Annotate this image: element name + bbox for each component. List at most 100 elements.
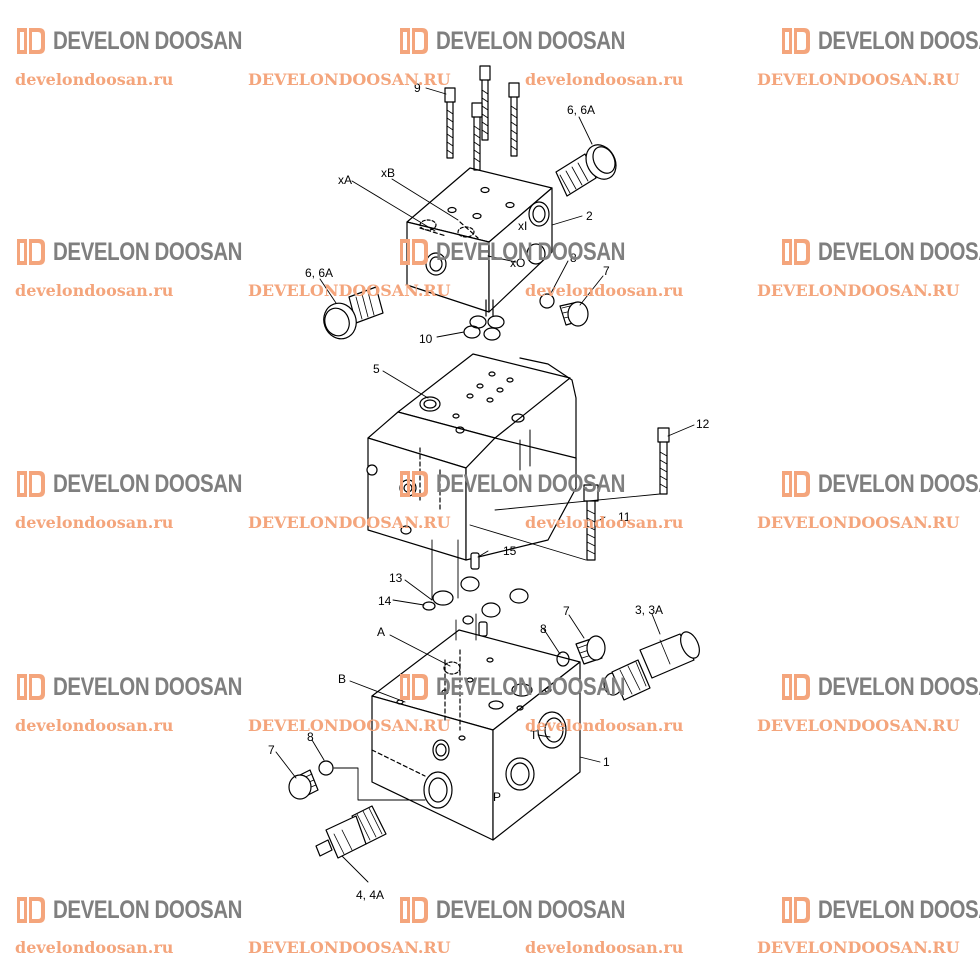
watermark-brand: DEVELON DOOSAN [15,895,284,925]
callout-8-low: 8 [307,730,314,744]
brand-logo-icon [780,469,812,499]
watermark-brand: DEVELON DOOSAN [398,672,667,702]
top-plug [539,293,589,327]
callout-7-top: 7 [603,264,610,278]
watermark-brand: DEVELON DOOSAN [780,672,980,702]
brand-logo-icon [780,26,812,56]
callout-7-mid: 7 [563,604,570,618]
watermark-brand: DEVELON DOOSAN [398,26,667,56]
watermark-brand: DEVELON DOOSAN [398,469,667,499]
watermark-site: develondoosan.ru [15,70,174,89]
callout-a: A [377,625,385,639]
callout-9: 9 [414,81,421,95]
brand-logo-icon [15,237,47,267]
brand-logo-icon [15,469,47,499]
callout-8-top: 8 [570,251,577,265]
callout-t: T [530,728,538,742]
watermark-brand-text: DEVELON DOOSAN [818,26,980,55]
watermark-site: DEVELONDOOSAN.RU [248,938,451,957]
watermark-site: develondoosan.ru [525,513,684,532]
brand-logo-icon [15,26,47,56]
bottom-cartridge-4 [315,805,387,859]
brand-logo-icon [398,26,430,56]
callout-b: B [338,672,346,686]
callout-xi: xI [518,219,527,233]
callout-2: 2 [586,209,593,223]
left-cartridge [323,286,384,340]
watermark-brand: DEVELON DOOSAN [780,895,980,925]
callout-7-low: 7 [268,743,275,757]
callout-12: 12 [696,417,710,431]
callout-11: 11 [618,510,631,524]
brand-logo-icon [398,895,430,925]
watermark-brand-text: DEVELON DOOSAN [818,237,980,266]
brand-logo-icon [15,672,47,702]
callout-3-3a: 3, 3A [635,603,663,617]
watermark-site: DEVELONDOOSAN.RU [248,513,451,532]
watermark-site: DEVELONDOOSAN.RU [757,716,960,735]
brand-logo-icon [398,672,430,702]
watermark-site: develondoosan.ru [15,716,174,735]
watermark-site: develondoosan.ru [525,281,684,300]
watermark-site: develondoosan.ru [525,716,684,735]
middle-orings [422,539,529,637]
callout-xb: xB [381,166,395,180]
watermark-brand: DEVELON DOOSAN [15,469,284,499]
watermark-brand-text: DEVELON DOOSAN [436,469,626,498]
watermark-site: develondoosan.ru [525,938,684,957]
watermark-brand-text: DEVELON DOOSAN [53,237,243,266]
watermark-site: DEVELONDOOSAN.RU [757,513,960,532]
low-plug [288,760,426,801]
top-screws [444,65,520,171]
watermark-brand-text: DEVELON DOOSAN [818,672,980,701]
watermark-brand-text: DEVELON DOOSAN [53,26,243,55]
brand-logo-icon [15,895,47,925]
callout-15: 15 [503,544,517,558]
watermark-brand: DEVELON DOOSAN [398,237,667,267]
watermark-site: DEVELONDOOSAN.RU [248,281,451,300]
watermark-brand: DEVELON DOOSAN [780,26,980,56]
callout-6-6a-top: 6, 6A [567,103,595,117]
brand-logo-icon [780,895,812,925]
watermark-brand: DEVELON DOOSAN [15,26,284,56]
watermark-brand-text: DEVELON DOOSAN [436,237,626,266]
callout-1: 1 [603,755,610,769]
callout-8-mid: 8 [540,622,547,636]
watermark-brand-text: DEVELON DOOSAN [436,672,626,701]
watermark-brand-text: DEVELON DOOSAN [53,672,243,701]
callout-10: 10 [419,332,433,346]
watermark-brand-text: DEVELON DOOSAN [818,469,980,498]
callout-p: P [493,790,501,804]
brand-logo-icon [398,469,430,499]
callout-xa: xA [338,173,352,187]
callout-5: 5 [373,362,380,376]
watermark-site: develondoosan.ru [525,70,684,89]
bottom-valve-block [371,613,581,841]
callout-14: 14 [378,594,392,608]
brand-logo-icon [780,672,812,702]
watermark-site: DEVELONDOOSAN.RU [248,70,451,89]
middle-valve-block [366,353,577,561]
watermark-brand: DEVELON DOOSAN [398,895,667,925]
watermark-brand-text: DEVELON DOOSAN [436,26,626,55]
leader-lines [275,87,695,883]
watermark-brand-text: DEVELON DOOSAN [436,895,626,924]
watermark-site: develondoosan.ru [15,513,174,532]
watermark-site: DEVELONDOOSAN.RU [248,716,451,735]
callout-13: 13 [389,571,403,585]
callout-labels: 9 6, 6A xB xA xI 2 xO 8 6, 6A 7 10 5 12 … [268,81,710,902]
watermark-brand: DEVELON DOOSAN [15,237,284,267]
watermark-site: DEVELONDOOSAN.RU [757,938,960,957]
screw-11 [469,484,661,561]
callout-6-6a-left: 6, 6A [305,266,333,280]
watermark-brand: DEVELON DOOSAN [15,672,284,702]
watermark-brand: DEVELON DOOSAN [780,469,980,499]
watermark-brand-text: DEVELON DOOSAN [818,895,980,924]
mid-plug [556,635,606,667]
watermark-site: DEVELONDOOSAN.RU [757,281,960,300]
callout-4-4a: 4, 4A [356,888,384,902]
watermark-site: develondoosan.ru [15,938,174,957]
screw-12 [657,427,670,495]
